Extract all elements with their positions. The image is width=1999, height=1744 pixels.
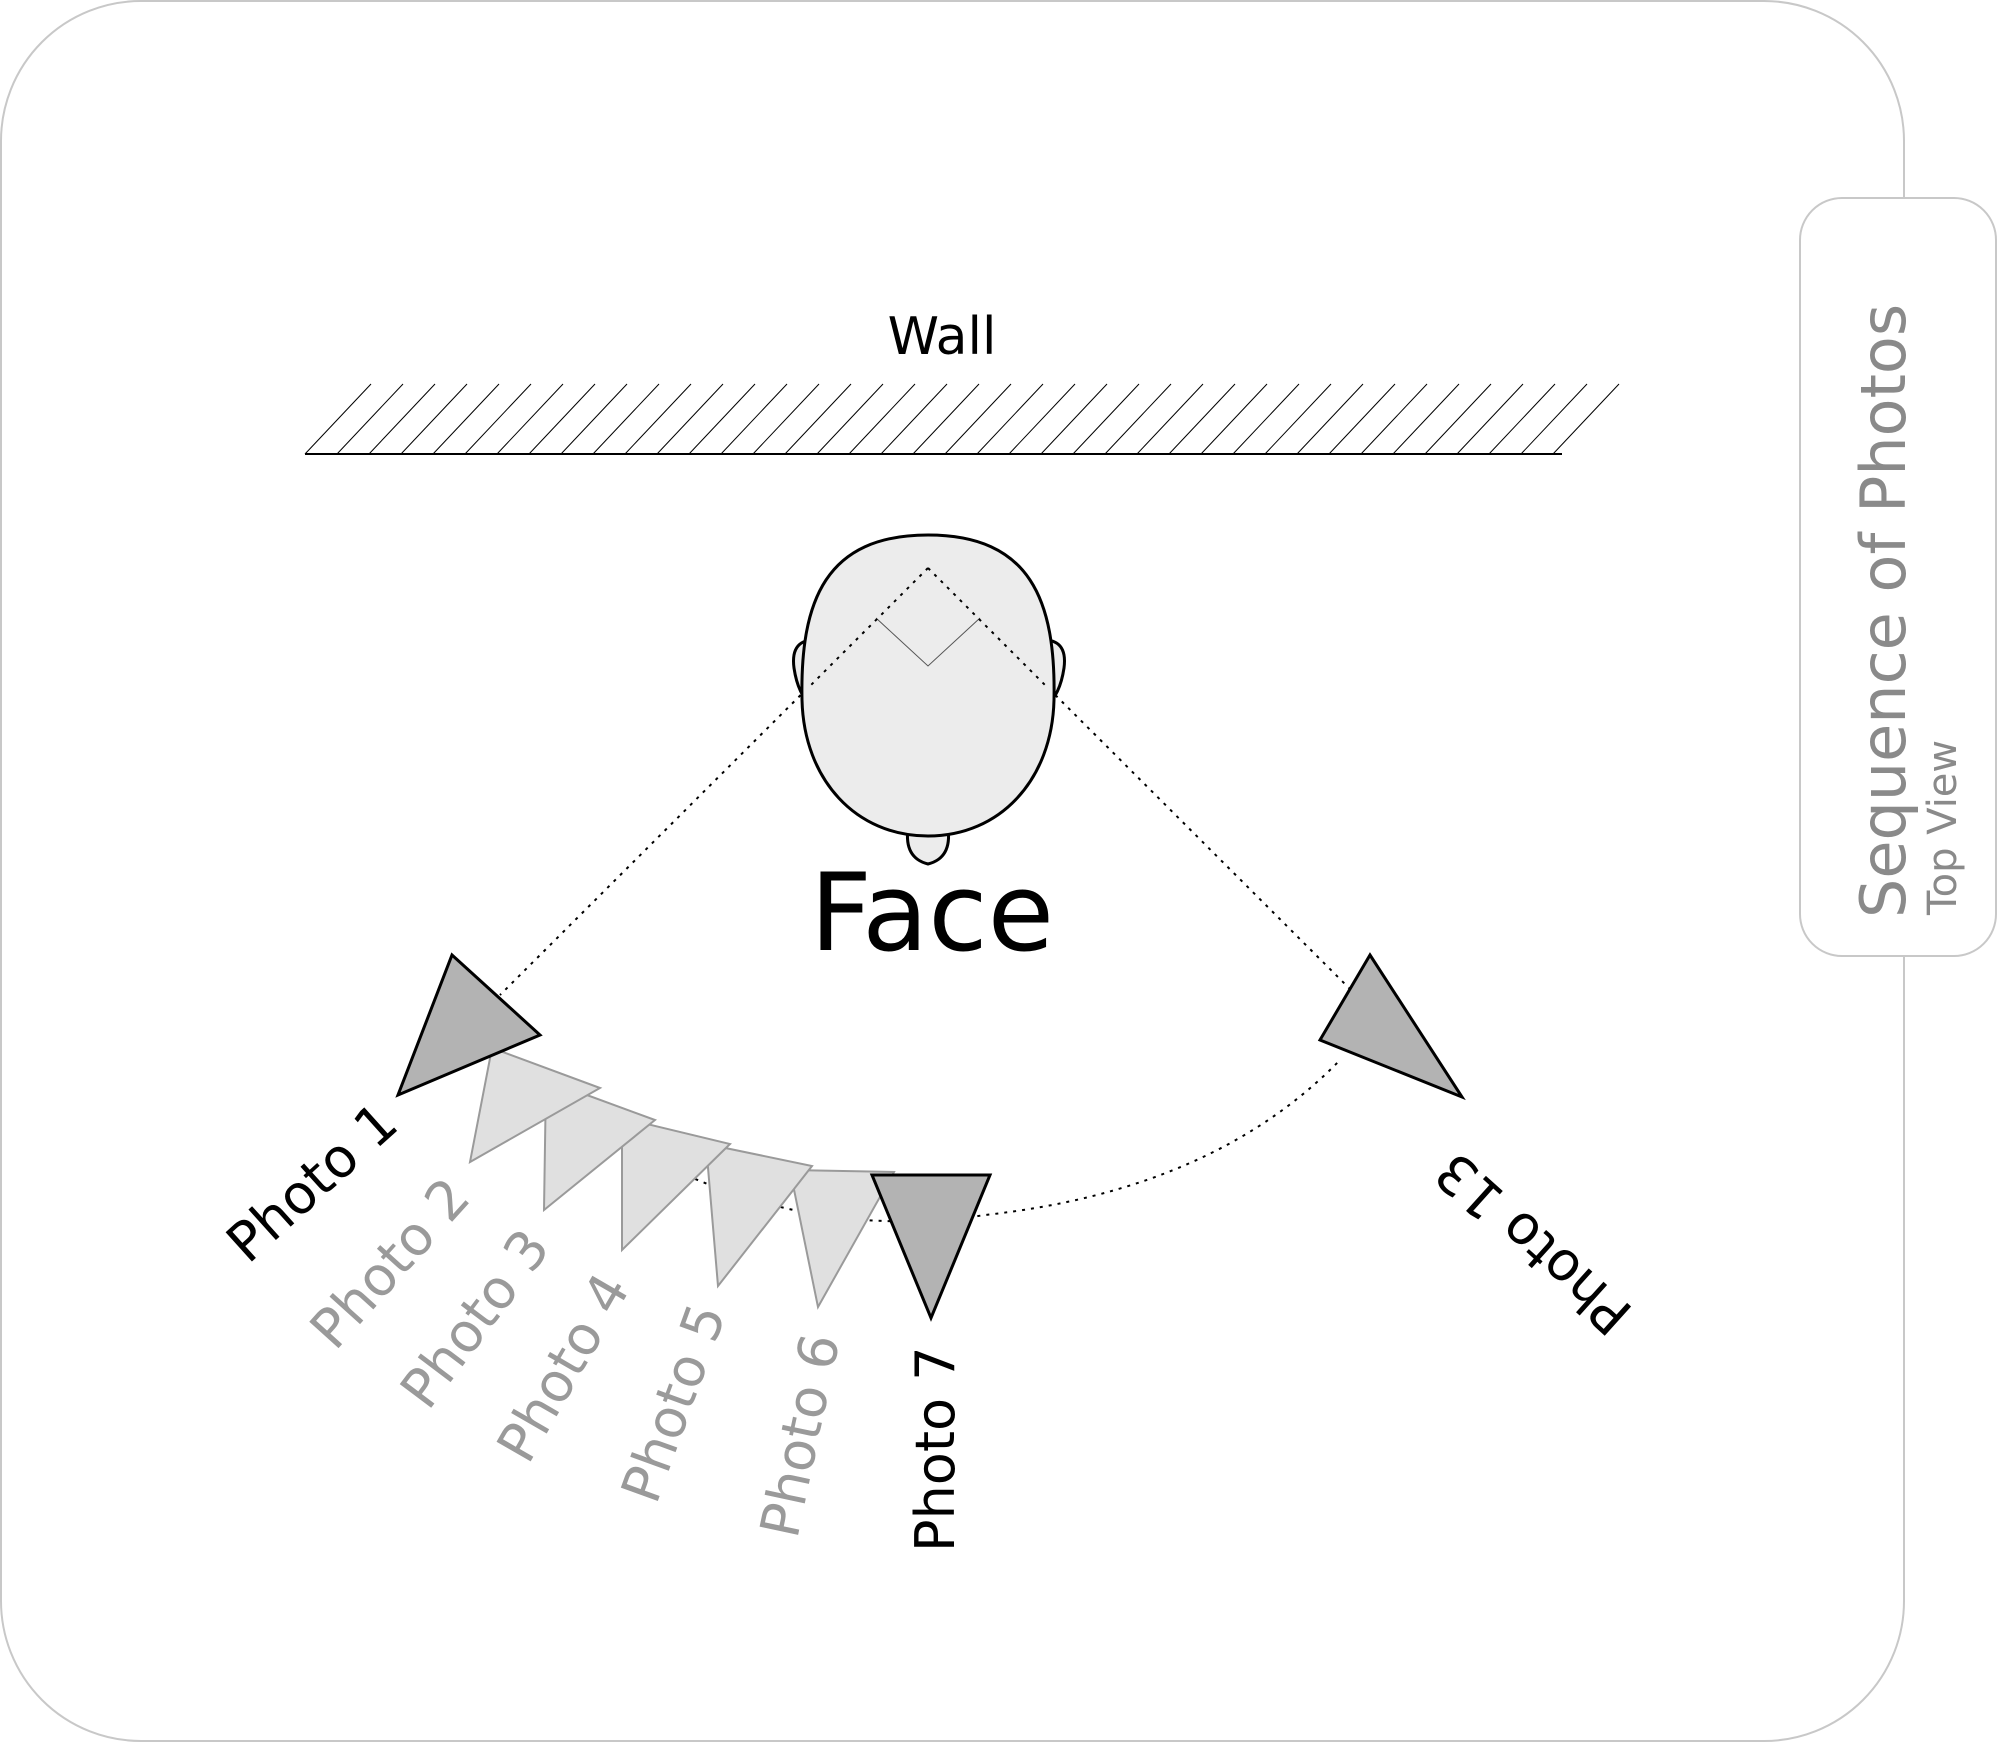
photo-label-7: Photo 7: [904, 1346, 967, 1552]
wall-hatch-line: [592, 383, 660, 455]
camera-sequence-primary: [395, 952, 1466, 1322]
camera-photo-5: [704, 1142, 814, 1289]
wall-hatch-line: [656, 383, 724, 455]
wall-hatch-line: [688, 383, 756, 455]
wall-hatch-line: [400, 383, 468, 455]
wall-label: Wall: [888, 307, 997, 367]
wall-hatch-line: [1392, 383, 1460, 455]
camera-photo-7: [869, 1173, 993, 1322]
wall-hatch-line: [880, 383, 948, 455]
wall-hatch-line: [1104, 383, 1172, 455]
wall-hatch-line: [1264, 383, 1332, 455]
wall-hatch-line: [1040, 383, 1108, 455]
wall-hatch-line: [1136, 383, 1204, 455]
wall-hatch-line: [496, 383, 564, 455]
wall-hatch-line: [1520, 383, 1588, 455]
head-outline: [800, 533, 1056, 838]
wall-hatch-line: [368, 383, 436, 455]
wall-hatch-line: [1296, 383, 1364, 455]
wall-hatch-line: [1488, 383, 1556, 455]
wall-hatch-line: [1456, 383, 1524, 455]
camera-photo-3: [542, 1078, 657, 1213]
side-tab-subtitle: Top View: [1920, 740, 1966, 916]
wall-hatch-line: [752, 383, 820, 455]
wall-hatch-line: [432, 383, 500, 455]
wall-hatch-line: [912, 383, 980, 455]
wall-hatch-line: [624, 383, 692, 455]
camera-sequence-secondary: [468, 1046, 896, 1310]
wall-hatch-line: [304, 383, 372, 455]
wall-hatch-line: [528, 383, 596, 455]
camera-photo-1: [395, 952, 543, 1098]
wall-hatch-line: [816, 383, 884, 455]
wall-hatch-line: [1008, 383, 1076, 455]
wall-hatch-line: [1552, 383, 1620, 455]
camera-photo-6: [788, 1168, 896, 1310]
side-tab: [1799, 197, 1997, 957]
head-top-view: [792, 533, 1066, 866]
wall-hatch-line: [1360, 383, 1428, 455]
camera-photo-2: [468, 1046, 603, 1164]
wall-hatch-line: [848, 383, 916, 455]
wall: [304, 383, 1620, 455]
side-tab-title: Sequence of Photos: [1847, 304, 1920, 918]
wall-hatch-line: [1200, 383, 1268, 455]
wall-hatch-line: [464, 383, 532, 455]
camera-photo-13: [1317, 952, 1466, 1101]
wall-hatch-line: [944, 383, 1012, 455]
wall-hatch-line: [784, 383, 852, 455]
wall-hatch-line: [976, 383, 1044, 455]
gaze-marker: [875, 617, 981, 667]
wall-hatch-line: [1328, 383, 1396, 455]
wall-hatch-line: [720, 383, 788, 455]
wall-hatch-line: [1424, 383, 1492, 455]
wall-hatch-line: [1168, 383, 1236, 455]
wall-hatch-line: [560, 383, 628, 455]
face-label: Face: [810, 851, 1054, 976]
camera-photo-4: [621, 1116, 732, 1253]
wall-hatch-line: [1232, 383, 1300, 455]
wall-hatch-line: [1072, 383, 1140, 455]
wall-hatch-line: [336, 383, 404, 455]
